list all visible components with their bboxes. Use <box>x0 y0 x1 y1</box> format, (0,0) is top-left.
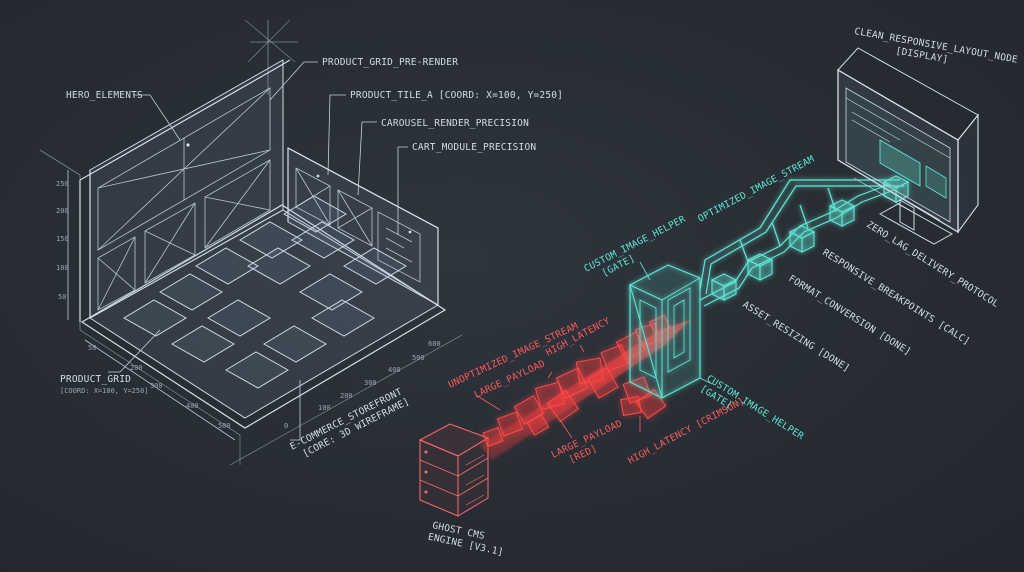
label-hero-elements: HERO_ELEMENTS <box>66 90 143 101</box>
label-product-grid: PRODUCT_GRID <box>60 374 131 385</box>
optimized-stream <box>699 175 910 307</box>
tick-left: 250 <box>56 180 69 188</box>
tick-bottom: 400 <box>186 402 199 410</box>
tick-left: 100 <box>56 264 69 272</box>
label-carousel-render: CAROUSEL_RENDER_PRECISION <box>381 118 529 129</box>
tick-right: 400 <box>388 366 401 374</box>
processing-nodes <box>710 175 910 301</box>
node-responsive-breakpoints <box>788 225 816 253</box>
product-tile <box>299 273 363 311</box>
product-tile <box>343 247 407 285</box>
node-asset-resizing <box>710 273 738 301</box>
tick-right: 500 <box>412 354 425 362</box>
product-tile <box>263 325 327 363</box>
product-tile <box>123 299 187 337</box>
axis-right: 0 100 200 300 400 500 600 <box>284 340 441 430</box>
product-tile <box>291 221 355 259</box>
tick-left: 50 <box>58 293 66 301</box>
tick-left: 150 <box>56 235 69 243</box>
display-monitor: CLEAN_RESPONSIVE_LAYOUT_NODE [DISPLAY] <box>837 26 1019 245</box>
custom-image-helper-gate <box>629 264 701 399</box>
label-cart-module: CART_MODULE_PRECISION <box>412 142 536 153</box>
label-product-grid-coord: [COORD: X=100, Y=250] <box>60 387 149 395</box>
ghost-cms-server: GHOST CMS ENGINE [V3.1] <box>418 423 504 558</box>
node-zero-lag <box>828 199 856 227</box>
tick-right: 300 <box>364 379 377 387</box>
tick-bottom: 300 <box>150 382 163 390</box>
tick-bottom: 500 <box>218 422 231 430</box>
product-tile <box>171 325 235 363</box>
label-product-tile-a: PRODUCT_TILE_A [COORD: X=100, Y=250] <box>350 90 563 101</box>
tick-right: 200 <box>340 392 353 400</box>
label-optimized-stream: OPTIMIZED_IMAGE_STREAM <box>696 154 816 225</box>
tick-bottom: 50 <box>88 344 96 352</box>
product-tile <box>207 299 271 337</box>
tick-bottom: 200 <box>130 364 143 372</box>
tick-right: 600 <box>428 340 441 348</box>
tick-right: 0 <box>284 422 288 430</box>
product-tile <box>225 351 289 389</box>
node-format-conversion <box>746 253 774 281</box>
axis-bottom: 50 200 300 400 500 <box>84 339 236 441</box>
product-tile <box>239 221 303 259</box>
label-product-grid-prerender: PRODUCT_GRID_PRE-RENDER <box>322 57 458 68</box>
node-display-link <box>882 175 910 203</box>
product-tile <box>311 299 375 337</box>
product-tile <box>195 247 259 285</box>
tick-left: 200 <box>56 207 69 215</box>
product-tile <box>283 195 347 233</box>
label-responsive-breakpoints: RESPONSIVE_BREAKPOINTS [CALC] <box>820 247 971 347</box>
product-tile <box>247 247 311 285</box>
product-tile <box>159 273 223 311</box>
cart-module <box>377 211 421 283</box>
tick-right: 100 <box>318 404 331 412</box>
product-grid <box>123 195 407 389</box>
storefront-wireframe: 250 200 150 100 50 50 200 300 400 500 0 … <box>39 19 563 466</box>
label-gate-top: CUSTOM_IMAGE_HELPER <box>582 214 687 275</box>
axis-left: 250 200 150 100 50 <box>56 170 69 320</box>
